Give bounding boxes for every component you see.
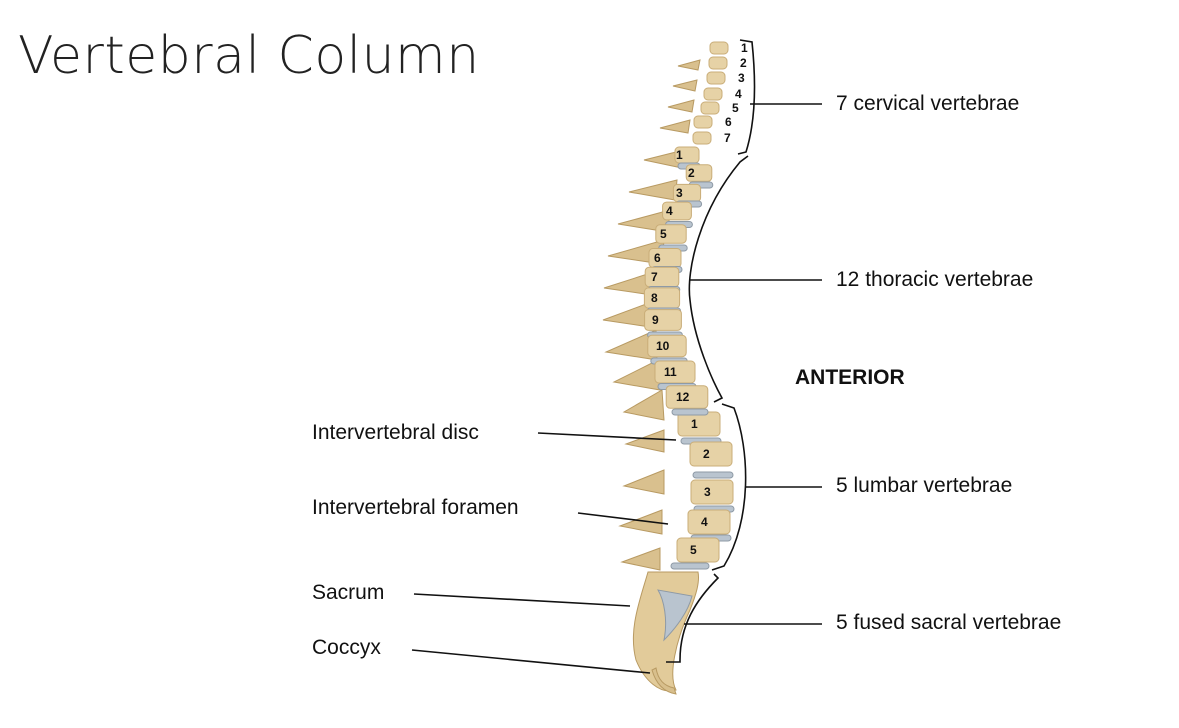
foramen-leader [577, 512, 669, 525]
lumbar-vertebra [687, 509, 731, 535]
thoracic-number: 1 [676, 148, 683, 162]
lumbar-number: 2 [703, 447, 710, 461]
sacral-bracket [666, 573, 720, 663]
cervical-number: 4 [735, 87, 742, 101]
cervical-bracket [737, 39, 756, 155]
page-title: Vertebral Column [18, 26, 480, 86]
thoracic-number: 2 [688, 166, 695, 180]
thoracic-number: 7 [651, 270, 658, 284]
cervical-vertebra [709, 41, 729, 55]
lumbar-number: 3 [704, 485, 711, 499]
lumbar-vertebra [689, 441, 733, 467]
coccyx-label: Coccyx [312, 636, 381, 659]
thoracic-number: 3 [676, 186, 683, 200]
lumbar-number: 4 [701, 515, 708, 529]
anterior-label: ANTERIOR [795, 366, 905, 389]
lumbar-vertebra [676, 537, 720, 563]
spine-illustration [602, 41, 735, 695]
intervertebral-disc [670, 562, 710, 570]
cervical-vertebra [700, 101, 720, 115]
thoracic-vertebra [647, 334, 687, 358]
sacral-label: 5 fused sacral vertebrae [836, 611, 1062, 634]
intervertebral-disc [692, 471, 734, 479]
coccyx-leader [411, 649, 651, 674]
intervertebral-disc-label: Intervertebral disc [312, 421, 479, 444]
intervertebral-disc [671, 408, 709, 416]
cervical-number: 2 [740, 56, 747, 70]
cervical-vertebra [708, 56, 728, 70]
cervical-number: 5 [732, 101, 739, 115]
intervertebral-foramen-label: Intervertebral foramen [312, 496, 519, 519]
cervical-number: 1 [741, 41, 748, 55]
thoracic-bracket [688, 155, 749, 403]
sacrum-label: Sacrum [312, 581, 385, 604]
thoracic-number: 12 [676, 390, 690, 404]
disc-leader [537, 432, 677, 441]
cervical-vertebra [693, 115, 713, 129]
lumbar-bracket [711, 403, 747, 571]
thoracic-vertebra [662, 201, 692, 221]
cervical-vertebra [703, 87, 723, 101]
cervical-number: 6 [725, 115, 732, 129]
sacrum-leader [413, 593, 631, 607]
cervical-label: 7 cervical vertebrae [836, 92, 1020, 115]
thoracic-number: 9 [652, 313, 659, 327]
cervical-vertebra [706, 71, 726, 85]
cervical-number: 3 [738, 71, 745, 85]
cervical-number: 7 [724, 131, 731, 145]
lumbar-number: 1 [691, 417, 698, 431]
cervical-vertebra [692, 131, 712, 145]
thoracic-number: 4 [666, 204, 673, 218]
lumbar-vertebra [690, 479, 734, 505]
thoracic-label: 12 thoracic vertebrae [836, 268, 1034, 291]
lumbar-label: 5 lumbar vertebrae [836, 474, 1013, 497]
thoracic-number: 5 [660, 227, 667, 241]
thoracic-number: 11 [664, 365, 677, 379]
thoracic-vertebra [655, 224, 687, 244]
thoracic-vertebra [643, 287, 681, 309]
thoracic-vertebra [685, 164, 713, 182]
thoracic-number: 6 [654, 251, 661, 265]
lumbar-number: 5 [690, 543, 697, 557]
thoracic-vertebra [665, 385, 709, 409]
lumbar-vertebra [677, 411, 721, 437]
thoracic-number: 8 [651, 291, 658, 305]
thoracic-number: 10 [656, 339, 670, 353]
thoracic-vertebra [644, 309, 682, 331]
